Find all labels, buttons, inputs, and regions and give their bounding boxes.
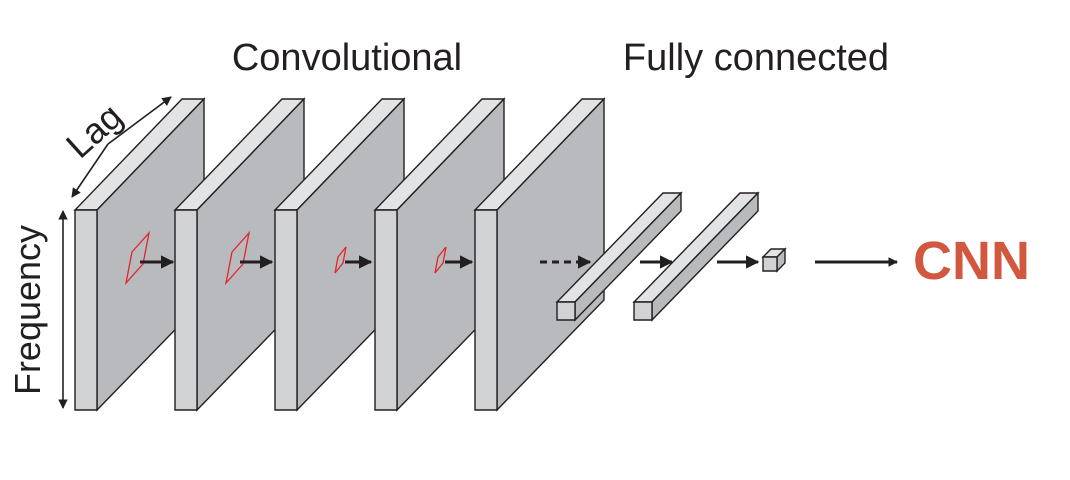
conv-plate-4 (374, 209, 398, 411)
conv-plate-2 (174, 209, 198, 411)
kernel-4 (434, 246, 447, 274)
conv-plate-1 (74, 209, 98, 411)
conv-layer-5 (473, 97, 606, 412)
conv-layer-2 (173, 97, 306, 412)
lag-arrow-tip (107, 96, 172, 145)
frequency-label: Frequency (7, 225, 48, 395)
cnn-label: CNN (913, 231, 1030, 291)
conv-plate-3 (274, 209, 298, 411)
fc-bar-2 (632, 191, 760, 322)
kernel-1 (124, 230, 151, 286)
lag-label: Lag (58, 95, 130, 166)
conv-plate-5 (474, 209, 498, 411)
fc-bar-1 (555, 191, 683, 322)
kernel-3 (334, 246, 347, 274)
lag-arrow (71, 143, 109, 198)
conv-layer-3 (273, 97, 406, 412)
convolutional-heading: Convolutional (232, 37, 462, 79)
output-cube (761, 247, 787, 273)
fully-connected-heading: Fully connected (623, 37, 889, 79)
conv-layer-1 (73, 97, 206, 412)
frequency-dimension: Frequency (7, 210, 68, 409)
kernel-2 (224, 230, 251, 286)
